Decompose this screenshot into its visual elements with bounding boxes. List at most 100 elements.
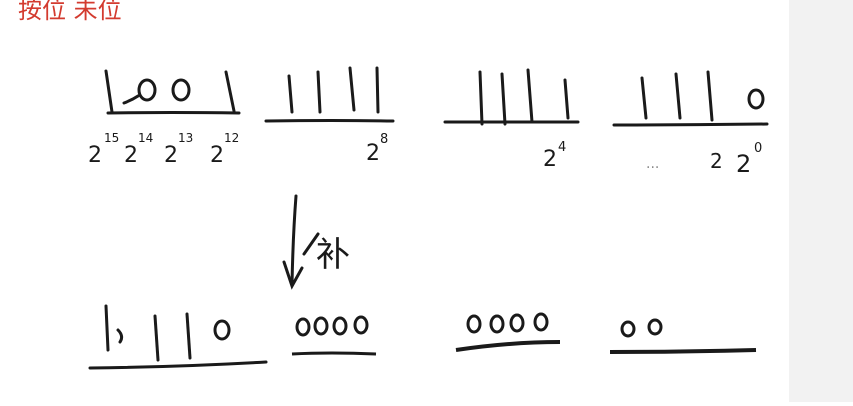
bottom-group-2-d2: 0 bbox=[0, 1, 5, 10]
top-group-1-d3: 0 bbox=[0, 1, 5, 10]
bottom-group-1-d0: 1 bbox=[0, 1, 5, 10]
top-group-1-d1: , bbox=[0, 1, 3, 10]
power-exp: 13 bbox=[178, 131, 193, 145]
digit-1 bbox=[526, 68, 534, 124]
power-exp: 12 bbox=[224, 131, 239, 145]
complement-label: 补 bbox=[316, 235, 350, 275]
underline bbox=[455, 340, 561, 352]
digit-1 bbox=[640, 76, 648, 120]
digit-0 bbox=[213, 319, 231, 341]
bottom-group-2-d1: 0 bbox=[0, 1, 5, 10]
down-arrow bbox=[282, 194, 320, 290]
bottom-group-1-d4: 0 bbox=[0, 1, 5, 10]
top-group-3 bbox=[443, 68, 580, 126]
digit-1 bbox=[478, 70, 484, 126]
digit-0 bbox=[533, 312, 549, 332]
bottom-group-3-d2: 0 bbox=[0, 1, 5, 10]
digit-0 bbox=[171, 78, 191, 102]
underline bbox=[106, 111, 241, 115]
top-group-2-d1: 1 bbox=[0, 1, 5, 10]
ellipsis: ... bbox=[646, 156, 659, 172]
bottom-group-3 bbox=[455, 312, 561, 352]
comma-mark bbox=[122, 94, 140, 105]
power-exp: 4 bbox=[558, 140, 566, 155]
top-group-3-d0: 1 bbox=[0, 1, 5, 10]
digit-1 bbox=[674, 72, 682, 120]
digit-1 bbox=[185, 312, 192, 360]
digit-0 bbox=[647, 318, 663, 336]
top-group-2-d2: 1 bbox=[0, 1, 5, 10]
arrow-stroke bbox=[302, 232, 320, 256]
top-group-4-d1: 1 bbox=[0, 1, 5, 10]
digit-1 bbox=[706, 70, 714, 122]
digit-0 bbox=[332, 316, 348, 336]
top-group-4 bbox=[612, 70, 769, 127]
bottom-group-3-d0: 0 bbox=[0, 1, 5, 10]
power-base: 2 bbox=[736, 150, 751, 178]
power-base: 2 bbox=[210, 143, 224, 168]
digit-1 bbox=[500, 72, 507, 126]
power-exp: 8 bbox=[380, 132, 388, 147]
header-text: 按位 未位 bbox=[18, 0, 122, 24]
top-group-4-labels: ... 2 2 0 bbox=[646, 141, 762, 178]
digit-1 bbox=[316, 70, 322, 114]
top-group-1-labels: 2 15 2 14 2 13 2 12 bbox=[88, 131, 239, 168]
digit-0 bbox=[295, 317, 311, 337]
power-base: 2 bbox=[124, 143, 138, 168]
bottom-group-2-d3: 0 bbox=[0, 1, 5, 10]
arrow-head bbox=[282, 260, 304, 290]
top-group-4-d2: 1 bbox=[0, 1, 5, 10]
digit-1 bbox=[563, 78, 570, 120]
power-base: 2 bbox=[164, 143, 178, 168]
digit-0 bbox=[137, 78, 157, 102]
digit-0 bbox=[466, 314, 482, 334]
digit-0 bbox=[747, 88, 765, 110]
top-group-3-labels: 2 4 bbox=[543, 140, 566, 172]
underline bbox=[612, 122, 769, 127]
top-group-1-d2: 0 bbox=[0, 1, 5, 10]
arrow-shaft bbox=[290, 194, 298, 286]
power-base: 2 bbox=[88, 143, 102, 168]
underline bbox=[291, 351, 377, 356]
top-group-1-d0: 1 bbox=[0, 1, 5, 10]
top-group-2-d3: 1 bbox=[0, 1, 5, 10]
bottom-group-1-d3: 1 bbox=[0, 1, 5, 10]
digit-1 bbox=[348, 66, 356, 112]
bottom-group-1 bbox=[88, 304, 268, 370]
bottom-group-3-d3: 0 bbox=[0, 1, 5, 10]
top-group-3-d1: 1 bbox=[0, 1, 5, 10]
top-group-4-d3: 0 bbox=[0, 1, 5, 10]
bottom-group-1-d2: 1 bbox=[0, 1, 5, 10]
power-exp: 14 bbox=[138, 131, 153, 145]
top-group-3-d3: 1 bbox=[0, 1, 5, 10]
bottom-group-1-d1: ) bbox=[0, 1, 3, 10]
underline bbox=[264, 119, 395, 123]
power-base: 2 bbox=[543, 147, 557, 172]
top-group-2-d0: 1 bbox=[0, 1, 5, 10]
digit-0 bbox=[620, 320, 636, 338]
top-group-4-d0: 1 bbox=[0, 1, 5, 10]
bottom-group-4-d1: 0 bbox=[0, 1, 5, 10]
digit-0 bbox=[509, 313, 525, 333]
power-base: 2 bbox=[366, 141, 380, 166]
digit-0 bbox=[489, 314, 505, 334]
bottom-group-4 bbox=[609, 318, 757, 354]
right-scrollbar[interactable] bbox=[789, 0, 853, 402]
bottom-group-2 bbox=[291, 315, 377, 356]
digit-1 bbox=[153, 314, 160, 362]
digit-0 bbox=[353, 315, 369, 335]
top-group-3-d2: 1 bbox=[0, 1, 5, 10]
bottom-group-2-d0: 0 bbox=[0, 1, 5, 10]
top-group-2 bbox=[264, 66, 395, 123]
digit-value-labels: 1 , 0 0 1 1 1 1 1 1 1 1 1 1 1 1 0 1 ) 1 … bbox=[0, 1, 5, 10]
digit-1 bbox=[104, 304, 110, 352]
top-group-1-d4: 1 bbox=[0, 1, 5, 10]
digit-1 bbox=[224, 70, 236, 113]
top-group-1 bbox=[104, 69, 241, 115]
underline bbox=[88, 360, 268, 370]
digit-1 bbox=[104, 69, 114, 114]
underline bbox=[609, 348, 757, 354]
power-base: 2 bbox=[710, 149, 723, 173]
